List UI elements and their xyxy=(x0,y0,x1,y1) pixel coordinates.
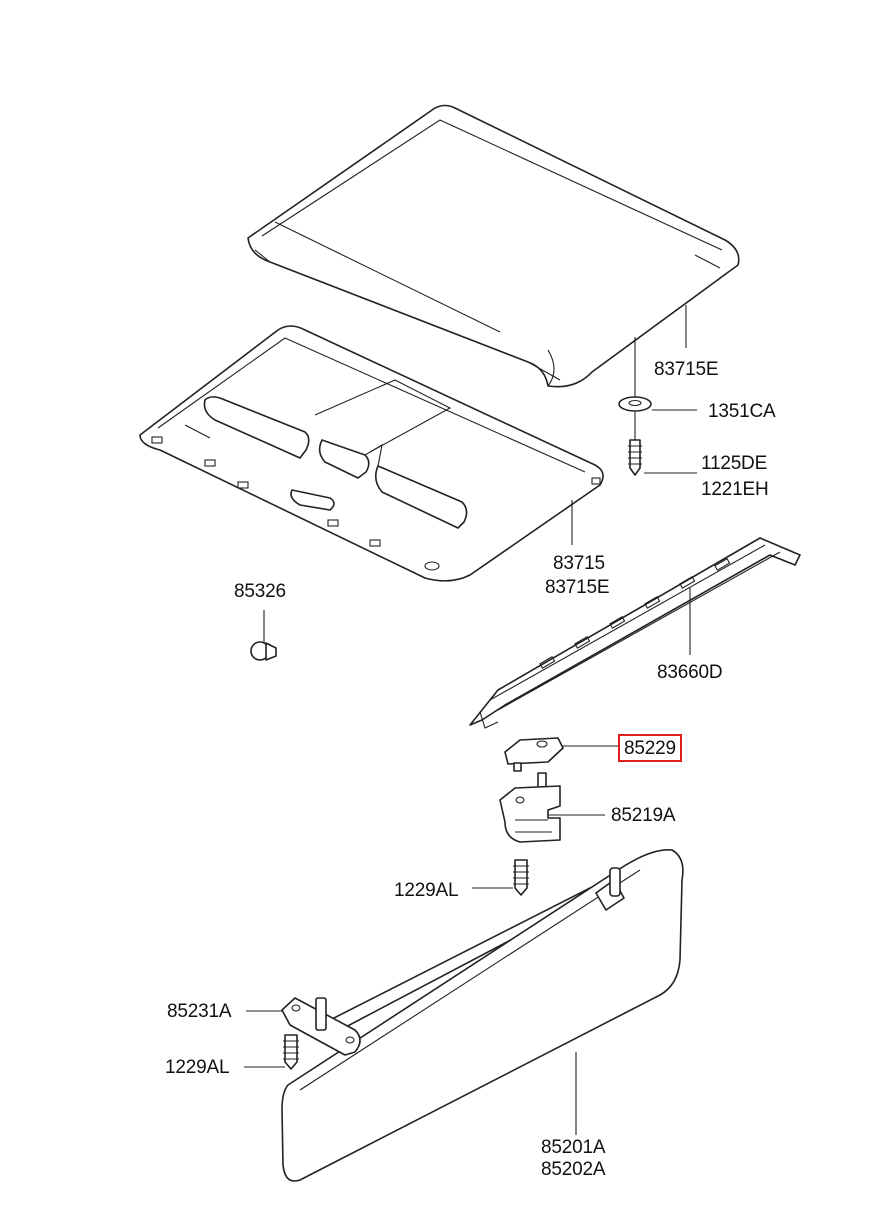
bracket-85219a xyxy=(499,772,561,843)
label-83715e: 83715E xyxy=(545,577,610,598)
clip-85326 xyxy=(250,641,277,661)
label-85219a: 85219A xyxy=(611,805,676,826)
holder-85231a xyxy=(281,997,361,1056)
roof-panel xyxy=(247,104,740,388)
screw-1229al-lower xyxy=(283,1034,299,1070)
label-83660d: 83660D xyxy=(657,662,723,683)
label-85326: 85326 xyxy=(234,581,286,602)
cap-85229 xyxy=(504,737,564,772)
label-83715e-top: 83715E xyxy=(654,359,719,380)
label-1221eh: 1221EH xyxy=(701,479,769,500)
label-85229-highlighted: 85229 xyxy=(618,734,682,762)
screw-1229al-upper xyxy=(513,859,529,896)
sun-visor xyxy=(281,849,684,1182)
label-85202a: 85202A xyxy=(541,1159,606,1180)
label-1351ca: 1351CA xyxy=(708,401,776,422)
label-85231a: 85231A xyxy=(167,1001,232,1022)
label-1229al-lower: 1229AL xyxy=(165,1057,230,1078)
label-85201a: 85201A xyxy=(541,1137,606,1158)
roof-rail xyxy=(469,537,801,729)
label-1229al-upper: 1229AL xyxy=(394,880,459,901)
label-1125de: 1125DE xyxy=(701,453,768,474)
washer xyxy=(618,337,652,412)
leader-lines xyxy=(244,305,697,1135)
label-83715: 83715 xyxy=(553,553,605,574)
headliner xyxy=(139,325,604,582)
screw-1125de xyxy=(628,412,642,476)
